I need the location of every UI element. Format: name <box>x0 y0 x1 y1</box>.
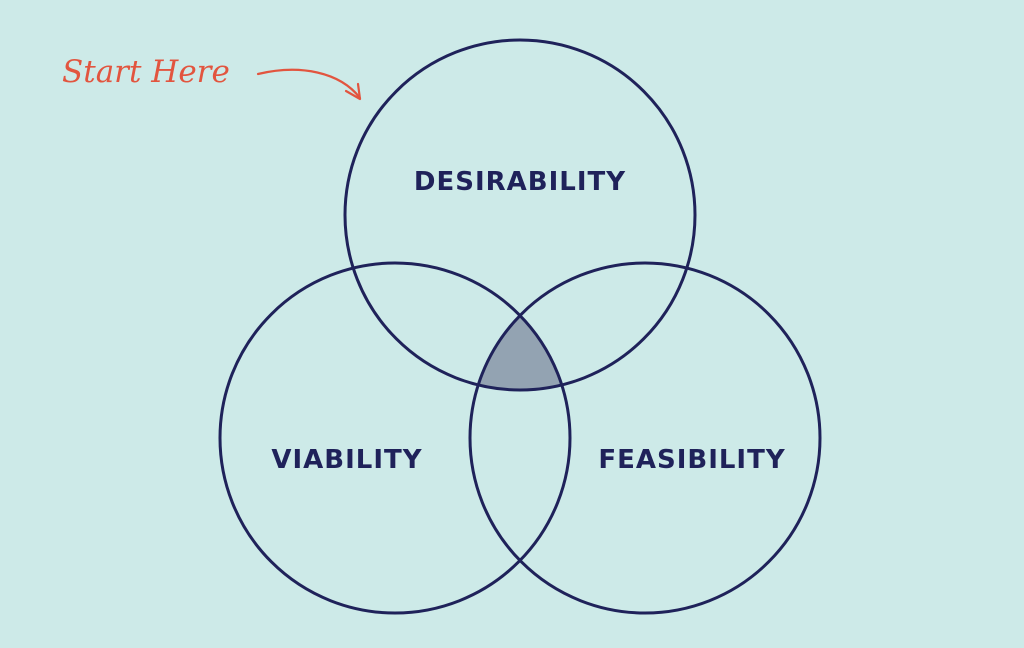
start-here-annotation: Start Here <box>62 54 230 90</box>
triple-intersection-region <box>470 263 570 390</box>
annotation-arrow-icon <box>256 68 362 101</box>
desirability-label: DESIRABILITY <box>414 167 626 197</box>
desirability-circle <box>343 38 697 392</box>
viability-circle <box>218 261 572 615</box>
feasibility-circle <box>468 261 822 615</box>
viability-label: VIABILITY <box>271 445 422 475</box>
feasibility-label: FEASIBILITY <box>598 445 786 475</box>
